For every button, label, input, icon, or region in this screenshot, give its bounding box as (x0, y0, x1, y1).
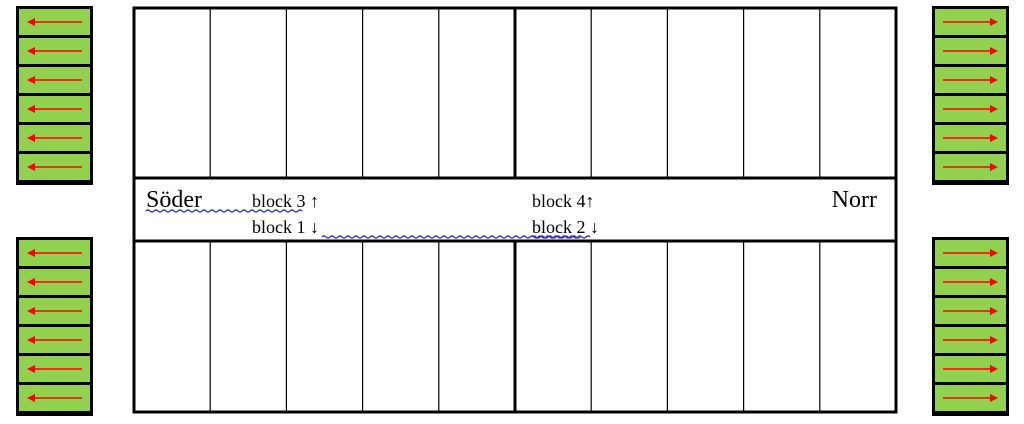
arrow-left-icon (27, 105, 82, 113)
arrow-right-icon (943, 278, 998, 286)
grid-lower (132, 239, 898, 414)
arrow-right-icon (943, 134, 998, 142)
label-block-3: block 3 ↑ (252, 191, 319, 211)
arrow-left-icon (27, 249, 82, 257)
aisle: Söder block 3 ↑ block 1 ↓ block 4↑ block… (145, 187, 877, 239)
arrow-right-icon (943, 18, 998, 26)
arrow-left-icon (27, 47, 82, 55)
arrow-right-icon (943, 336, 998, 344)
label-south: Söder (146, 187, 202, 213)
arrow-right-icon (943, 47, 998, 55)
rack-east-lower (932, 237, 1009, 416)
spellcheck-underline-south (145, 209, 303, 213)
arrow-left-icon (27, 76, 82, 84)
arrow-left-icon (27, 163, 82, 171)
label-north: Norr (832, 187, 877, 213)
arrow-left-icon (27, 336, 82, 344)
arrow-left-icon (27, 134, 82, 142)
label-block-2: block 2 ↓ (532, 217, 599, 237)
arrow-left-icon (27, 307, 82, 315)
arrow-right-icon (943, 307, 998, 315)
label-block-1: block 1 ↓ (252, 217, 319, 237)
arrow-right-icon (943, 163, 998, 171)
arrow-right-icon (943, 105, 998, 113)
building (132, 6, 898, 414)
spellcheck-underline-block-2 (531, 235, 581, 239)
rack-west-upper (16, 6, 93, 185)
rack-east-upper (932, 6, 1009, 185)
arrow-left-icon (27, 18, 82, 26)
grid-upper (132, 6, 898, 180)
arrow-right-icon (943, 76, 998, 84)
arrow-right-icon (943, 394, 998, 402)
label-block-4: block 4↑ (532, 191, 595, 211)
arrow-left-icon (27, 278, 82, 286)
arrow-right-icon (943, 365, 998, 373)
arrow-left-icon (27, 365, 82, 373)
rack-west-lower (16, 237, 93, 416)
arrow-left-icon (27, 394, 82, 402)
arrow-right-icon (943, 249, 998, 257)
